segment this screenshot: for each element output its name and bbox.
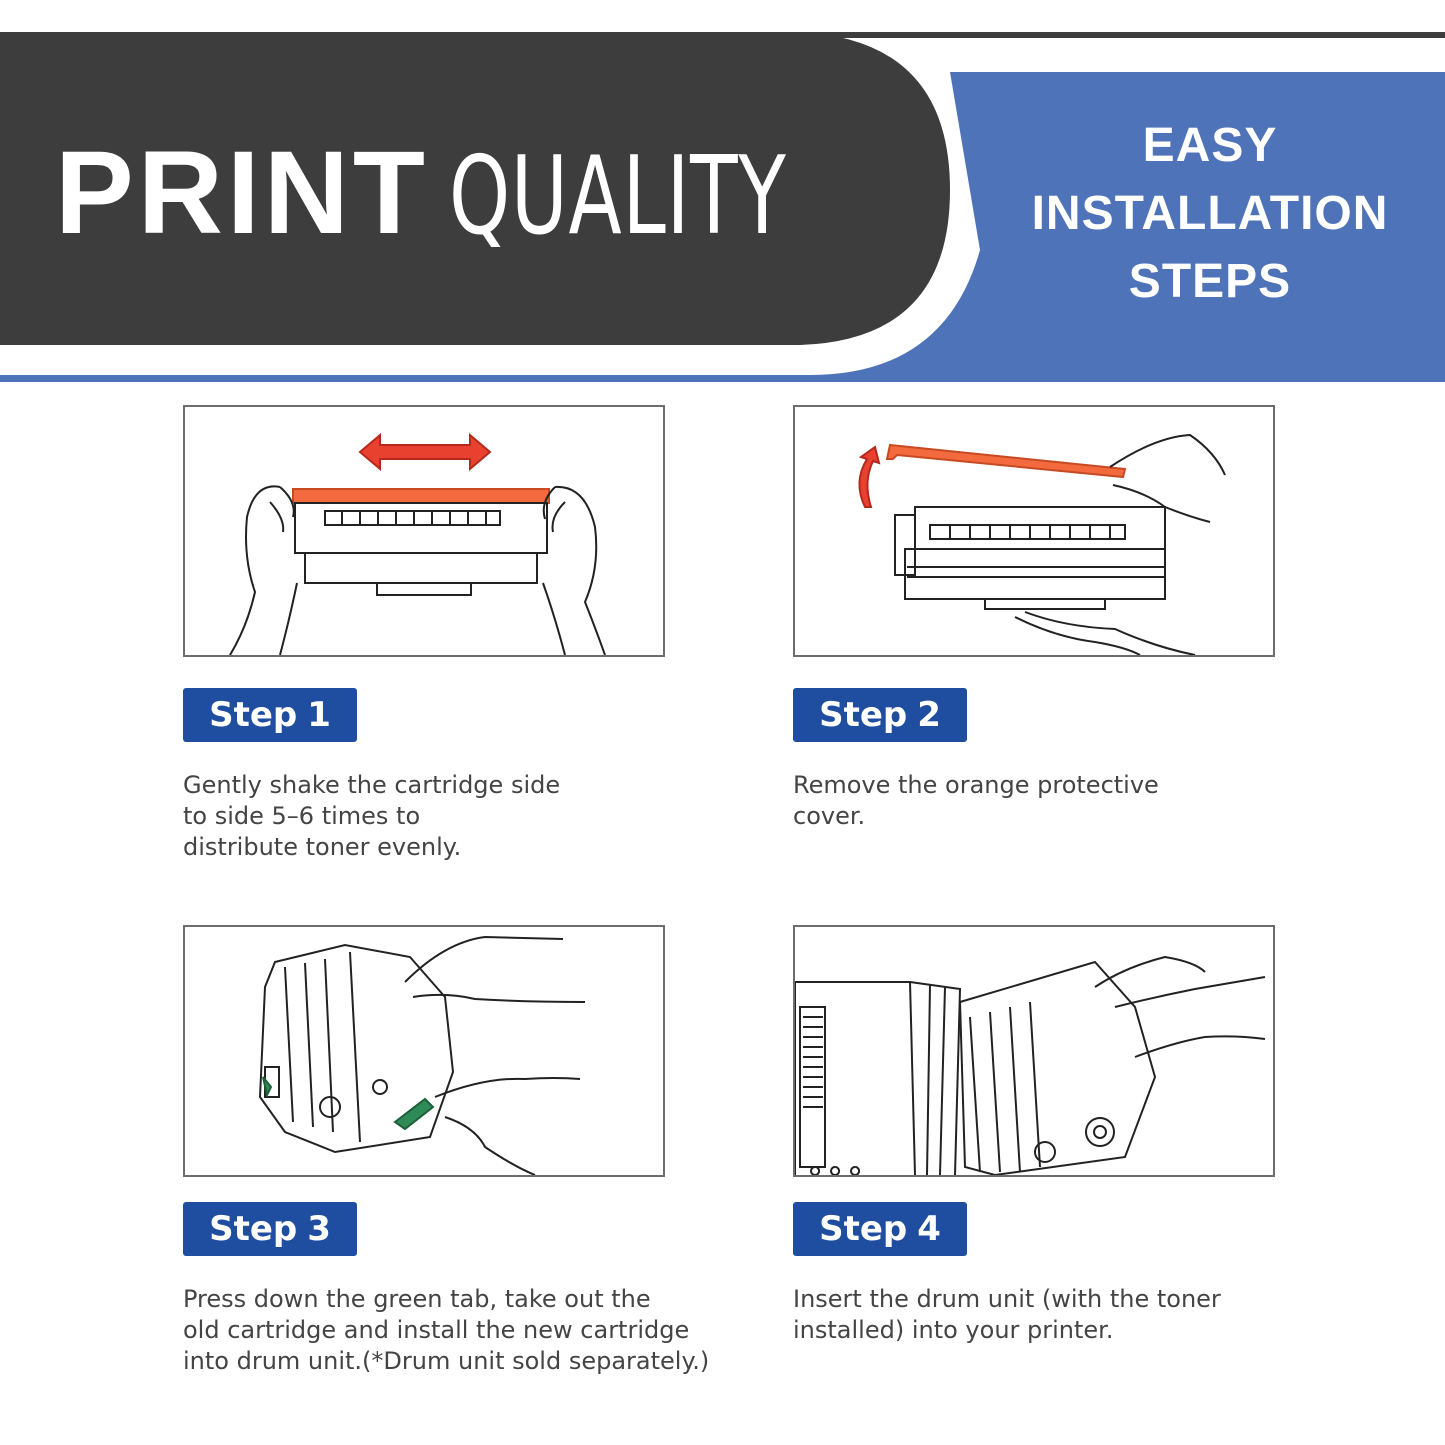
step-2-description: Remove the orange protective cover. (793, 770, 1353, 832)
step-label: Step (209, 1209, 298, 1249)
step-label: Step (819, 1209, 908, 1249)
description-line: old cartridge and install the new cartri… (183, 1316, 690, 1344)
step-number: 2 (917, 695, 941, 735)
step-1-description: Gently shake the cartridge side to side … (183, 770, 743, 863)
description-line: Remove the orange protective (793, 771, 1159, 799)
description-line: into drum unit.(*Drum unit sold separate… (183, 1347, 710, 1375)
subtitle-line: EASY (1142, 119, 1278, 172)
title-print: PRINT (55, 127, 429, 259)
title-quality: QUALITY (449, 134, 787, 259)
description-line: distribute toner evenly. (183, 833, 462, 861)
description-line: to side 5–6 times to (183, 802, 421, 830)
description-line: Gently shake the cartridge side (183, 771, 561, 799)
step-4-illustration (793, 925, 1275, 1177)
step-4-description: Insert the drum unit (with the toner ins… (793, 1284, 1353, 1346)
remove-cover-illustration (858, 433, 1226, 655)
subtitle: EASY INSTALLATION STEPS (1000, 112, 1420, 316)
step-2-illustration (793, 405, 1275, 657)
install-cartridge-illustration (258, 935, 586, 1175)
step-number: 4 (917, 1209, 941, 1249)
step-1-illustration (183, 405, 665, 657)
description-line: Press down the green tab, take out the (183, 1285, 651, 1313)
subtitle-line: INSTALLATION (1031, 187, 1389, 240)
subtitle-line: STEPS (1128, 255, 1292, 308)
shake-cartridge-illustration (229, 432, 606, 655)
step-3-illustration (183, 925, 665, 1177)
description-line: Insert the drum unit (with the toner (793, 1285, 1221, 1313)
step-3-description: Press down the green tab, take out the o… (183, 1284, 743, 1377)
step-label: Step (209, 695, 298, 735)
step-label: Step (819, 695, 908, 735)
description-line: installed) into your printer. (793, 1316, 1114, 1344)
step-number: 3 (307, 1209, 331, 1249)
description-line: cover. (793, 802, 866, 830)
banner-shapes (0, 32, 1445, 382)
insert-drum-illustration (795, 955, 1266, 1175)
step-number: 1 (307, 695, 331, 735)
